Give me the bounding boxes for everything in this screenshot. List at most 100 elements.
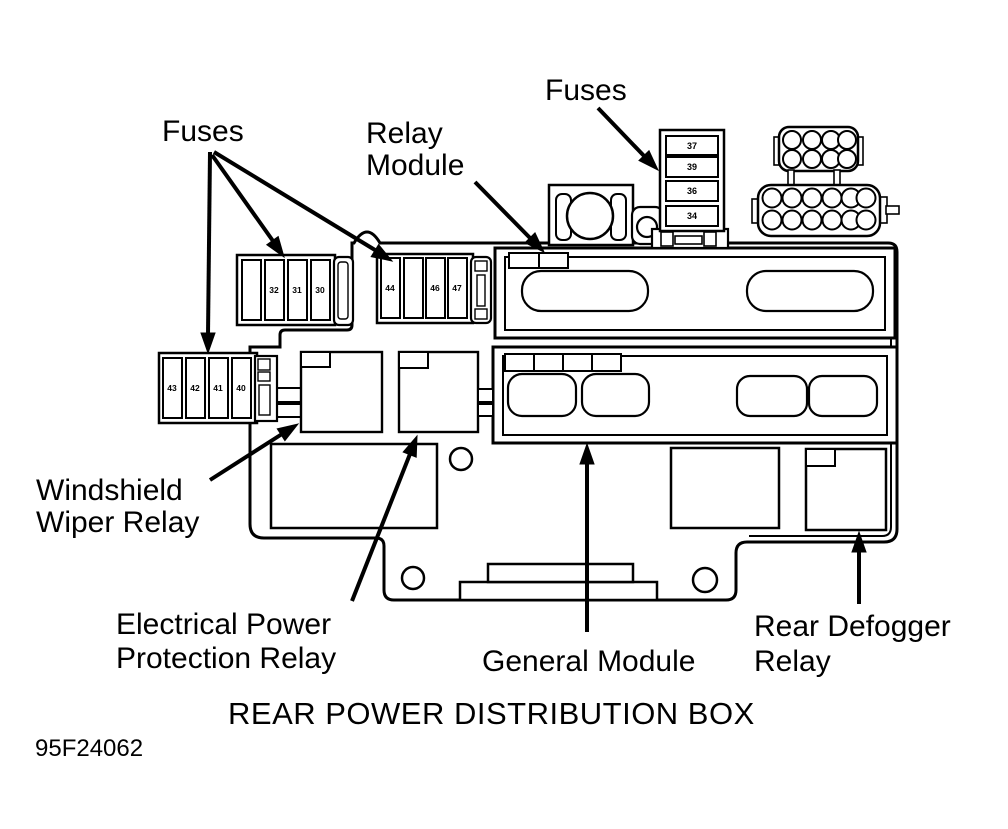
- fuse: [403, 257, 424, 319]
- fuse-number: 42: [190, 383, 200, 393]
- connector-pin-hole: [837, 130, 857, 150]
- epp-relay-pin: [477, 403, 494, 417]
- relay-module-tab: [538, 252, 569, 269]
- fuse: [162, 357, 183, 419]
- screw-hole: [400, 565, 426, 591]
- arrow-head-fuses-left-3: [370, 243, 394, 262]
- label-fuses-left: Fuses: [162, 115, 244, 148]
- fuse-34: [665, 205, 719, 227]
- fuse-number: 43: [167, 383, 177, 393]
- round-relay-shape: [547, 183, 665, 247]
- fuse-stack-foot: [703, 231, 717, 247]
- fuse: [185, 357, 206, 419]
- general-module-tab: [591, 353, 622, 372]
- left-module-block: [269, 442, 439, 530]
- general-module-slot: [506, 372, 578, 418]
- label-defogger-relay-line1: Rear Defogger: [754, 610, 951, 643]
- connector-pin-hole: [801, 187, 823, 209]
- fuse-group-connector-slot: [476, 274, 486, 307]
- fuse: [380, 257, 401, 319]
- label-wiper-relay-line2: Wiper Relay: [36, 506, 199, 539]
- general-module-tab: [533, 353, 564, 372]
- connector-pin-hole: [801, 209, 823, 231]
- fuse-number: 32: [269, 285, 279, 295]
- label-fuses-top: Fuses: [545, 74, 627, 107]
- arrow-head-fuses-left-2: [265, 235, 285, 259]
- wiper-relay-notch: [300, 351, 331, 368]
- fuse: [447, 257, 468, 319]
- connector-pin-hole: [782, 130, 802, 150]
- epp-relay-notch: [398, 351, 429, 369]
- fuse: [241, 259, 262, 321]
- fuse-number: 37: [687, 141, 697, 151]
- arrow-head-general-module: [579, 442, 595, 465]
- main-box-inner-edge: [749, 249, 892, 537]
- connector-pin-hole: [761, 209, 783, 231]
- fuse-group-upper-left: 32 31 30: [235, 253, 355, 327]
- connector-stub: [885, 205, 900, 215]
- fuse-group-connector-slot: [474, 308, 488, 320]
- connector-pin-hole: [802, 130, 822, 150]
- fuse-group-connector-slot: [258, 384, 271, 416]
- fuse-number: 46: [430, 283, 440, 293]
- general-module-shape: [491, 345, 899, 445]
- fuse: [425, 257, 446, 319]
- arrow-line-fuses-left-3: [212, 150, 377, 252]
- connector-pin-hole: [855, 187, 877, 209]
- defogger-relay-body: [804, 447, 888, 532]
- connector-pin-hole: [837, 149, 857, 169]
- connector-link-pin: [833, 169, 841, 187]
- fuse-number: 41: [213, 383, 223, 393]
- relay-slot: [745, 269, 875, 313]
- label-relay-module-line2: Module: [366, 149, 464, 182]
- label-wiper-relay-line1: Windshield: [36, 474, 183, 507]
- arrow-line-wiper-relay: [208, 432, 284, 482]
- label-general-module: General Module: [482, 645, 695, 678]
- windshield-wiper-relay-shape: [276, 350, 384, 434]
- epp-relay-pin: [477, 388, 494, 403]
- fuse-group-connector-slot: [474, 260, 488, 272]
- diagram-title: REAR POWER DISTRIBUTION BOX: [228, 696, 755, 731]
- fuse-37: [665, 135, 719, 156]
- general-module-slot: [735, 374, 809, 418]
- fuse-group-relay-module: 44 46 47: [375, 252, 493, 325]
- fuse-group-lower-left: 43 42 41 40: [157, 351, 279, 425]
- rear-defogger-relay-shape: [804, 447, 888, 532]
- fuse-36: [665, 180, 719, 202]
- arrow-line-fuses-top: [596, 106, 648, 160]
- general-module-tab: [562, 353, 593, 372]
- fuse-group-connector-slot: [257, 358, 271, 371]
- fuse: [287, 259, 308, 321]
- fuse: [208, 357, 229, 419]
- fuse-stack-foot: [660, 231, 674, 247]
- wiper-relay-pin: [276, 387, 302, 403]
- connector-pin-hole: [781, 209, 803, 231]
- label-epp-relay-line2: Protection Relay: [116, 642, 336, 675]
- relay-slot: [520, 269, 650, 313]
- connector-pin-hole: [855, 209, 877, 231]
- screw-hole: [691, 566, 719, 594]
- general-module-inner: [502, 355, 888, 436]
- fuse-number: 34: [687, 211, 697, 221]
- vertical-fuse-stack: 37 39 36 34: [650, 128, 730, 250]
- label-epp-relay-line1: Electrical Power: [116, 608, 331, 641]
- fuse-group-connector-slot: [337, 261, 349, 320]
- fuse-group-connector-slot: [257, 371, 271, 382]
- general-module-tab: [504, 353, 535, 372]
- fuse-39: [665, 156, 719, 178]
- fuse-number: 47: [452, 283, 462, 293]
- round-relay-circle: [565, 191, 615, 241]
- connector-12pin: [751, 183, 900, 238]
- general-module-slot: [807, 374, 879, 418]
- defogger-relay-notch: [805, 448, 836, 467]
- connector-pin-hole: [782, 149, 802, 169]
- label-defogger-relay-line2: Relay: [754, 645, 831, 678]
- bottom-mount-plate: [458, 562, 659, 602]
- relay-module-inner: [504, 256, 886, 331]
- general-module-slot: [580, 372, 651, 418]
- connector-pin-hole: [821, 187, 843, 209]
- arrow-head-defogger-relay: [851, 530, 867, 553]
- mount-plate-lower: [458, 580, 659, 602]
